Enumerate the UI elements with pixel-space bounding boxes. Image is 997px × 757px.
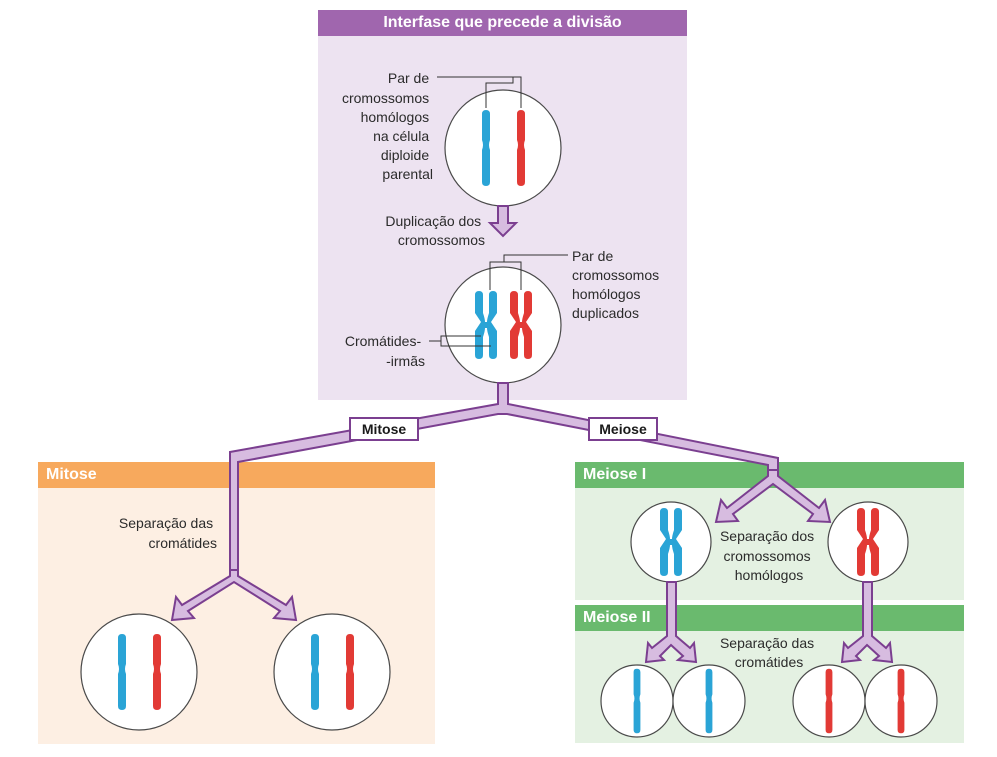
meiosis2-separation-label: Separação das cromátides bbox=[720, 635, 818, 670]
mitosis-daughter-cell-1 bbox=[80, 613, 198, 731]
parental-cell bbox=[444, 89, 562, 207]
blue-chromosome bbox=[311, 634, 319, 710]
meiosis2-cell-3 bbox=[792, 664, 866, 738]
interphase-header: Interfase que precede a divisão bbox=[318, 10, 687, 36]
duplicated-pair-label: Par de cromossomos homólogos duplicados bbox=[572, 248, 663, 321]
meiosis-branch-label: Meiose bbox=[599, 421, 647, 437]
blue-chromosome bbox=[633, 668, 641, 734]
sister-chromatids-leader bbox=[429, 335, 491, 347]
meiosis2-cell-2 bbox=[672, 664, 746, 738]
red-chromosome bbox=[346, 634, 354, 710]
duplicated-cell bbox=[444, 266, 562, 384]
blue-chromosome bbox=[705, 668, 713, 734]
mitosis-daughter-cell-1-circle bbox=[80, 613, 198, 731]
mitosis-daughter-cell-2-circle bbox=[273, 613, 391, 731]
meiosis2-cell-4 bbox=[864, 664, 938, 738]
blue-chromosome bbox=[482, 110, 490, 186]
meiosis2-fork-arrow-right bbox=[840, 581, 894, 664]
red-chromosome bbox=[517, 110, 525, 186]
meiosis2-header: Meiose II bbox=[575, 605, 964, 631]
sister-chromatids-label: Cromátides- -irmãs bbox=[345, 333, 425, 369]
mitosis-daughter-cell-2 bbox=[273, 613, 391, 731]
meiosis1-separation-label: Separação dos cromossomos homólogos bbox=[720, 528, 818, 583]
parental-cell-circle bbox=[444, 89, 562, 207]
red-chromosome bbox=[897, 668, 905, 734]
duplication-label: Duplicação dos cromossomos bbox=[385, 213, 485, 248]
mitosis-fork-arrow bbox=[170, 569, 298, 622]
red-chromosome bbox=[153, 634, 161, 710]
blue-chromosome bbox=[118, 634, 126, 710]
meiosis2-cell-1 bbox=[600, 664, 674, 738]
homologous-pair-label: Par de cromossomos homólogos na célula d… bbox=[342, 70, 433, 182]
meiosis1-fork-arrow bbox=[714, 469, 832, 524]
meiosis-branch-box bbox=[588, 417, 658, 441]
duplicated-pair-leader bbox=[489, 254, 568, 290]
mitosis-branch-label: Mitose bbox=[362, 421, 407, 437]
meiosis1-cell-red bbox=[827, 501, 909, 583]
mitosis-separation-label: Separação das cromátides bbox=[119, 515, 217, 551]
duplication-arrow bbox=[487, 205, 519, 238]
homologous-pair-leader bbox=[437, 76, 522, 108]
mitosis-branch-box bbox=[349, 417, 419, 441]
duplicated-cell-circle bbox=[444, 266, 562, 384]
meiosis2-fork-arrow-left bbox=[644, 581, 698, 664]
red-chromosome bbox=[825, 668, 833, 734]
meiosis1-cell-blue bbox=[630, 501, 712, 583]
